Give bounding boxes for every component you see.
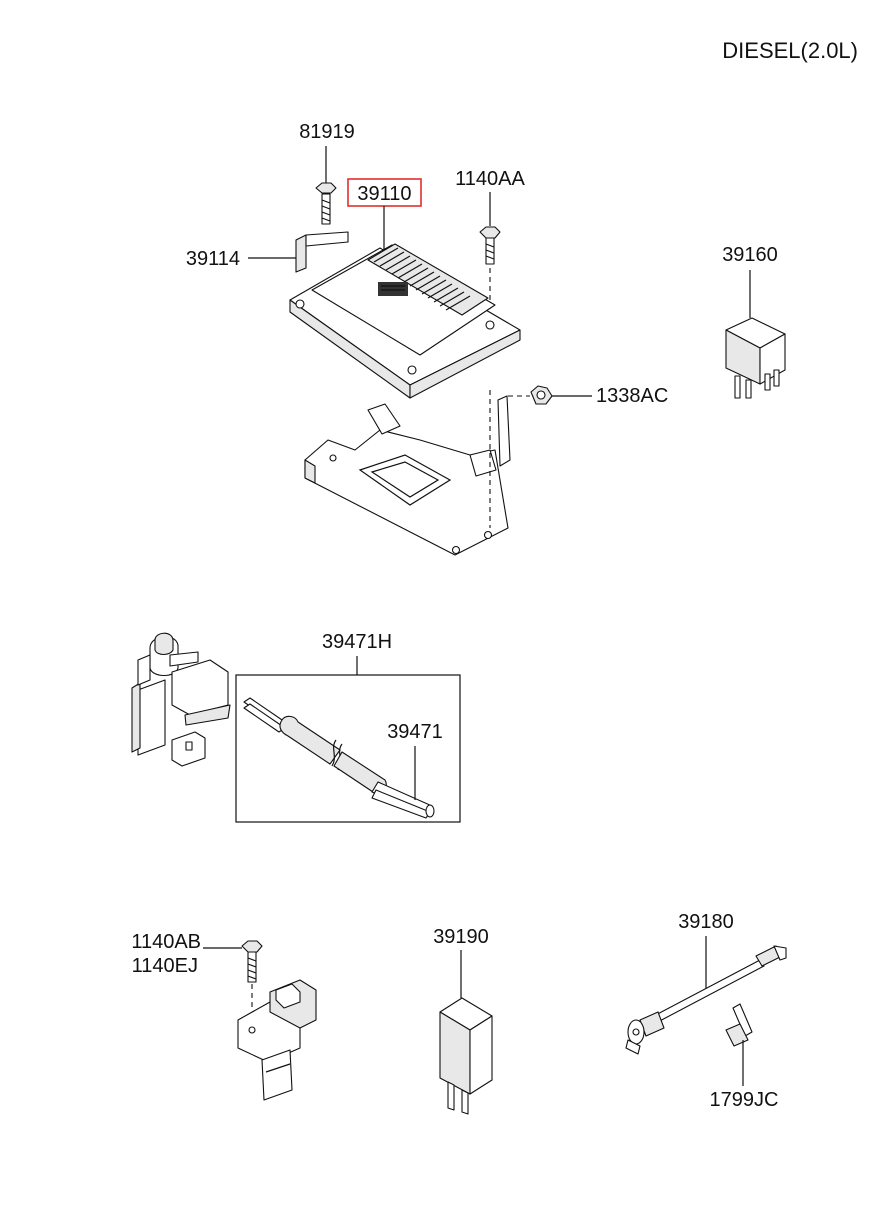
wire-sensor-39180-icon[interactable] (625, 945, 787, 1055)
harness-kit-39471H: 39471H 39471 (235, 631, 461, 823)
label-39471H[interactable]: 39471H (322, 631, 392, 653)
bolt-1140AA-icon (479, 226, 501, 265)
bolt-81919-icon (315, 182, 337, 225)
relay-39160-group: 39160 (722, 244, 786, 399)
label-39110[interactable]: 39110 (357, 183, 411, 205)
ecu-module-39110[interactable] (289, 243, 521, 399)
sensor-group: 1140AB 1140EJ (131, 931, 317, 1101)
bolt-1140AB-icon (241, 940, 263, 983)
ecu-assembly: 81919 39110 1140AA 39114 (186, 121, 668, 556)
wire-sensor-group: 39180 1799JC (625, 911, 787, 1111)
label-1140AB[interactable]: 1140AB (131, 931, 201, 953)
relay-39190-group: 39190 (433, 926, 493, 1115)
valve-icon (131, 632, 231, 767)
label-39160[interactable]: 39160 (722, 244, 778, 266)
label-39471[interactable]: 39471 (387, 721, 443, 743)
label-81919[interactable]: 81919 (299, 121, 355, 143)
clip-39114-icon (295, 231, 349, 273)
nut-1338AC-icon (530, 385, 553, 405)
label-39114[interactable]: 39114 (186, 248, 240, 270)
label-1140AA[interactable]: 1140AA (455, 168, 525, 190)
kit-frame (235, 674, 461, 823)
engine-title: DIESEL(2.0L) (722, 38, 858, 63)
label-1338AC[interactable]: 1338AC (596, 385, 668, 407)
harness-tube-icon[interactable] (243, 697, 435, 819)
speed-sensor-icon[interactable] (237, 979, 317, 1101)
relay-39160-icon[interactable] (725, 317, 786, 399)
clip-1799JC-icon (725, 1003, 753, 1047)
label-39180[interactable]: 39180 (678, 911, 734, 933)
label-39190[interactable]: 39190 (433, 926, 489, 948)
label-1799JC[interactable]: 1799JC (710, 1089, 779, 1111)
label-1140EJ[interactable]: 1140EJ (132, 955, 198, 977)
ecu-bracket (304, 395, 511, 556)
relay-39190-icon[interactable] (439, 997, 493, 1115)
